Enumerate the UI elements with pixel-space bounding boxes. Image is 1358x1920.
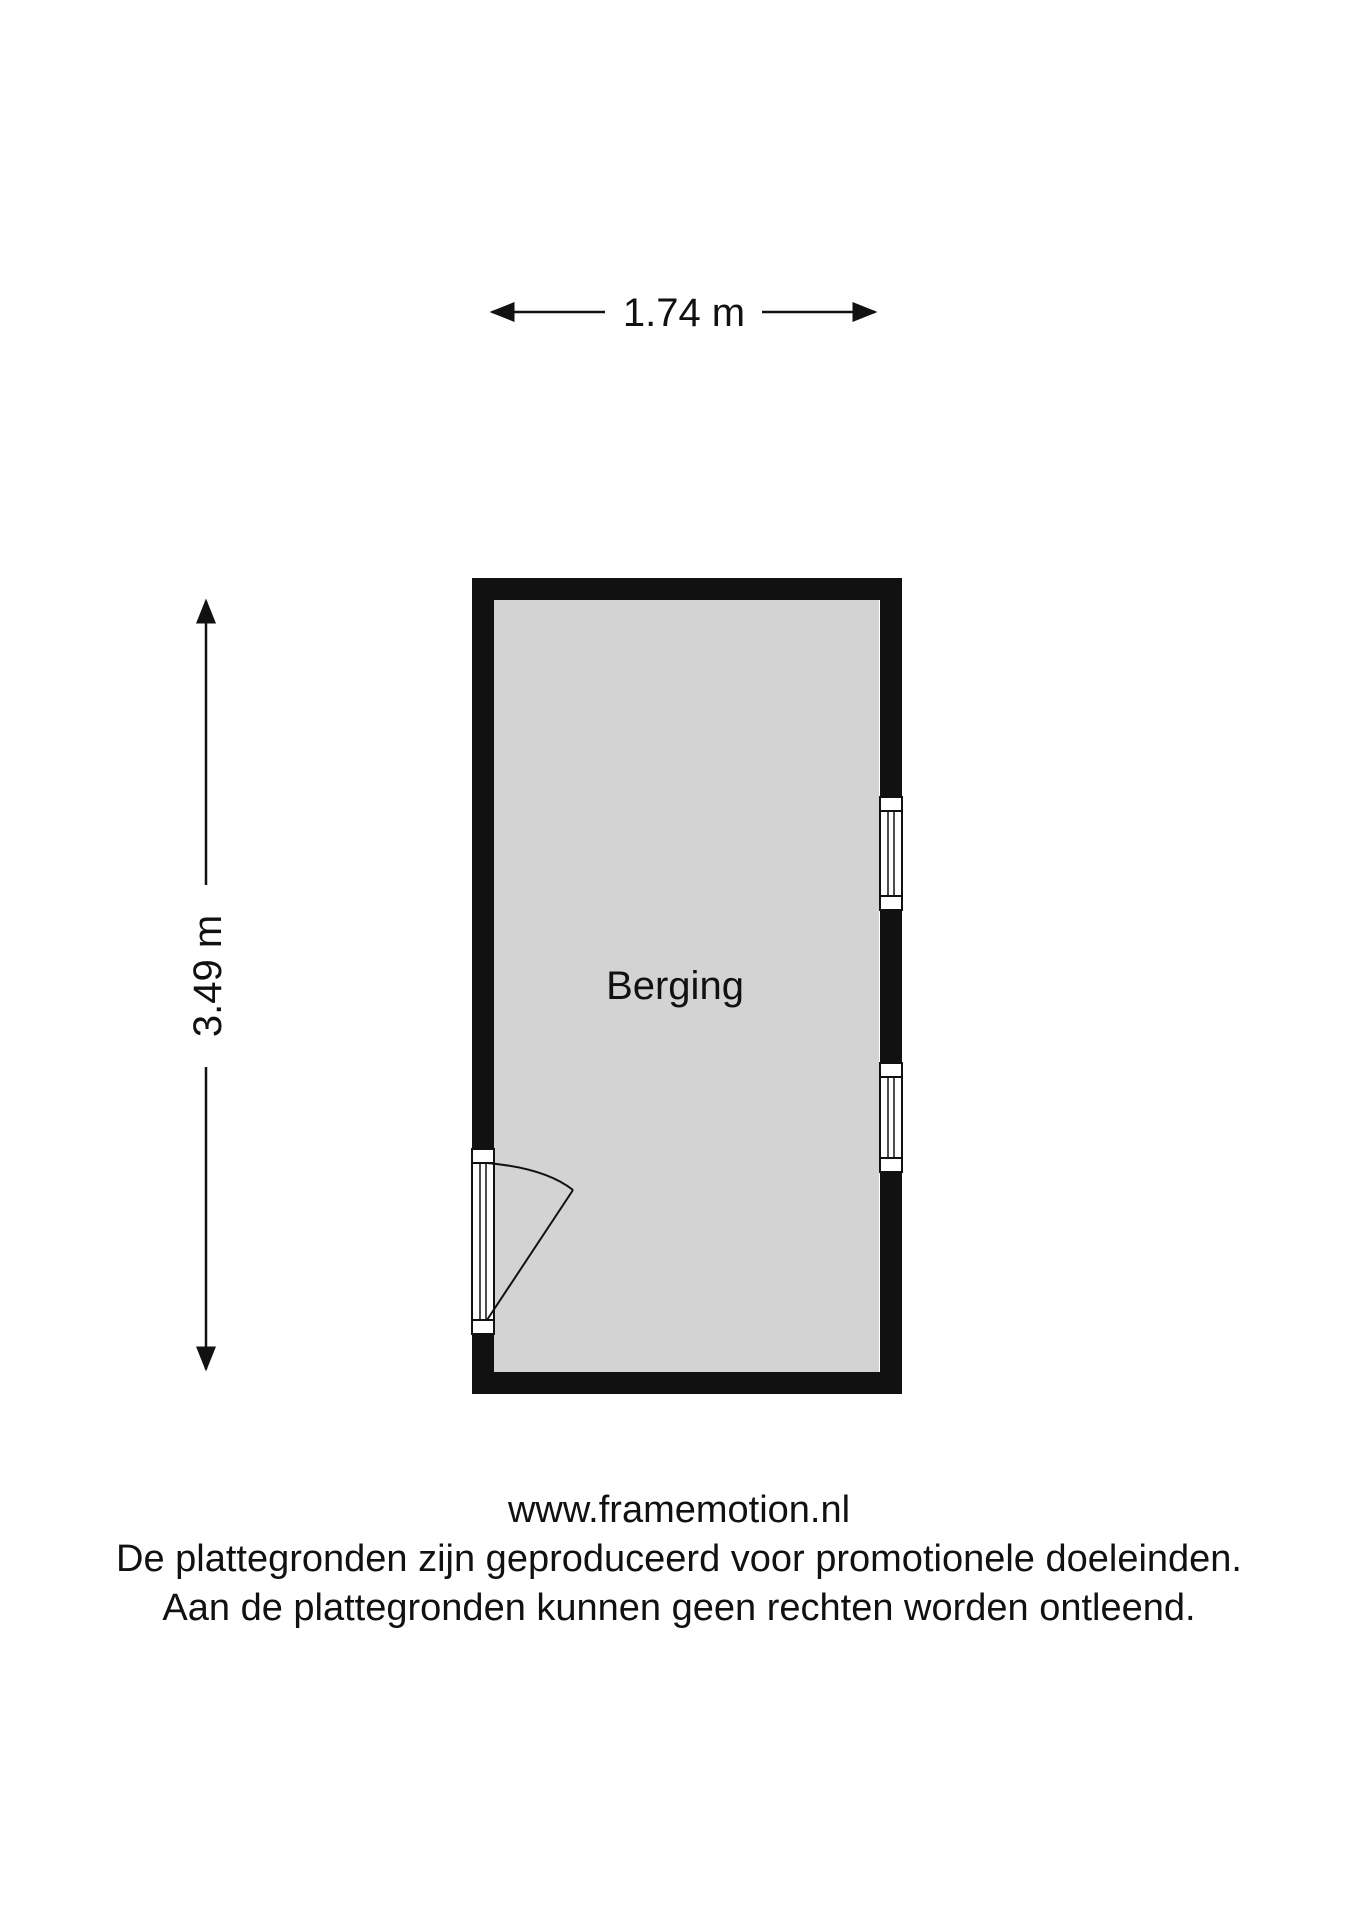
- room-berging: Berging: [471, 578, 903, 1394]
- wall-right-upper: [880, 578, 902, 797]
- height-label: 3.49 m: [186, 915, 230, 1037]
- wall-right-middle: [880, 910, 902, 1063]
- height-dimension: 3.49 m: [186, 598, 230, 1372]
- wall-bottom: [472, 1372, 902, 1394]
- width-label: 1.74 m: [623, 291, 745, 335]
- door: [471, 1148, 574, 1335]
- room-label: Berging: [606, 964, 744, 1008]
- footer-disclaimer-line2: Aan de plattegronden kunnen geen rechten…: [162, 1587, 1196, 1629]
- footer-url: www.framemotion.nl: [507, 1489, 851, 1531]
- footer-disclaimer-line1: De plattegronden zijn geproduceerd voor …: [116, 1538, 1242, 1580]
- wall-right-lower: [880, 1172, 902, 1394]
- window-upper-right: [879, 796, 903, 911]
- door-leaf: [486, 1189, 574, 1321]
- door-swing-arc: [486, 1162, 574, 1191]
- window-lower-right: [879, 1062, 903, 1173]
- width-dimension: 1.74 m: [489, 291, 878, 335]
- wall-left-lower: [472, 1334, 494, 1394]
- wall-left-upper: [472, 578, 494, 1149]
- room-floor: [483, 589, 879, 1375]
- wall-top: [472, 578, 902, 600]
